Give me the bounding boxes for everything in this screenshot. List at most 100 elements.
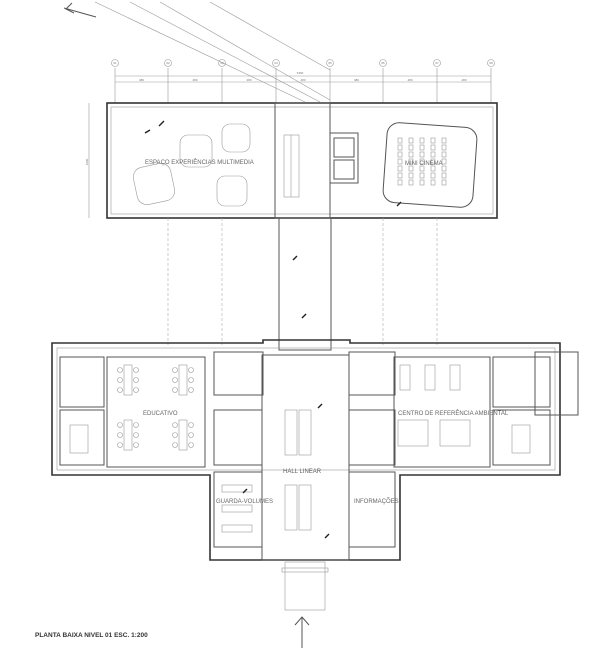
bridge-corridor xyxy=(278,217,332,351)
cinema-seat xyxy=(397,151,403,158)
plan-title: PLANTA BAIXA NIVEL 01 ESC. 1:200 xyxy=(35,632,148,639)
diagonal-projection-lines xyxy=(94,1,331,103)
room-label-centro: CENTRO DE REFERÊNCIA AMBIENTAL xyxy=(398,409,509,417)
grid-bubble xyxy=(487,59,495,67)
room-informacoes xyxy=(348,471,396,548)
grid-bubble xyxy=(379,59,387,67)
cinema-seat xyxy=(441,137,447,144)
workstation xyxy=(399,364,411,391)
conference-table xyxy=(69,424,89,454)
room-label-educativo: EDUCATIVO xyxy=(143,411,178,417)
chair xyxy=(188,432,194,438)
chair xyxy=(117,377,123,383)
upper-block: ESPAÇO EXPERIÊNCIAS MULTIMEDIA MINI CINE… xyxy=(106,102,498,219)
meeting-table xyxy=(397,419,429,447)
stair-right xyxy=(348,409,396,466)
room-educativo xyxy=(106,356,206,468)
cinema-seat xyxy=(430,165,436,172)
room-label-multimedia: ESPAÇO EXPERIÊNCIAS MULTIMEDIA xyxy=(145,158,254,166)
dimension-span: 480 xyxy=(246,78,251,82)
grid-bubble xyxy=(218,59,226,67)
chair xyxy=(133,367,139,373)
projection-dashes xyxy=(167,218,438,345)
chair xyxy=(172,442,178,448)
north-arrow-icon xyxy=(63,2,97,18)
cinema-seat xyxy=(430,179,436,186)
cinema-seat xyxy=(408,158,414,165)
chair xyxy=(188,377,194,383)
stair-left xyxy=(213,409,263,466)
room-right-bottom xyxy=(492,409,551,466)
cinema-seat xyxy=(441,179,447,186)
chair xyxy=(117,442,123,448)
chair xyxy=(188,442,194,448)
cinema-seat xyxy=(397,165,403,172)
grid-bubble xyxy=(433,59,441,67)
grid-label: 01 xyxy=(113,61,117,65)
dimension-span: 480 xyxy=(354,78,359,82)
dimension-span: 480 xyxy=(407,78,412,82)
cinema-seat xyxy=(397,172,403,179)
cinema-seat xyxy=(397,158,403,165)
elevators xyxy=(329,132,359,184)
cinema-seat xyxy=(419,179,425,186)
entrance-arrow-icon xyxy=(294,616,310,648)
chair xyxy=(172,432,178,438)
room-office-left xyxy=(59,356,105,408)
mini-cinema xyxy=(382,122,478,208)
cinema-seat xyxy=(408,179,414,186)
hall-benches xyxy=(284,409,312,531)
chair xyxy=(133,432,139,438)
desk xyxy=(178,364,188,396)
cinema-seat xyxy=(419,151,425,158)
stairs-entry xyxy=(281,561,329,611)
chair xyxy=(188,367,194,373)
lockers xyxy=(221,524,253,533)
room-guarda-volumes xyxy=(213,471,263,548)
balcony xyxy=(534,351,579,416)
cinema-seat xyxy=(419,158,425,165)
meeting-table xyxy=(439,419,471,447)
chair xyxy=(188,387,194,393)
workstation xyxy=(424,364,436,391)
chair xyxy=(172,422,178,428)
lower-building: EDUCATIVO CENTRO DE REFERÊNCIA AMBIENTAL… xyxy=(51,339,579,611)
grid-label: 07 xyxy=(435,61,439,65)
room-centro xyxy=(393,356,491,468)
cinema-seat xyxy=(430,144,436,151)
cinema-seat xyxy=(408,172,414,179)
chair xyxy=(172,367,178,373)
dimension-vertical: 1000 xyxy=(85,158,89,165)
room-right-top xyxy=(492,356,551,408)
lockers xyxy=(221,484,253,493)
cinema-seat xyxy=(397,144,403,151)
wc-right xyxy=(348,351,396,396)
chair xyxy=(133,377,139,383)
cinema-seat xyxy=(419,172,425,179)
cinema-seat xyxy=(419,137,425,144)
grid-bubble xyxy=(164,59,172,67)
desk xyxy=(123,364,133,396)
cinema-seat xyxy=(408,165,414,172)
chair xyxy=(117,387,123,393)
chair xyxy=(133,422,139,428)
cinema-seat xyxy=(430,137,436,144)
grid-bubble xyxy=(326,59,334,67)
dimension-span: 480 xyxy=(300,78,305,82)
conference-table xyxy=(511,424,531,454)
chair xyxy=(133,387,139,393)
cinema-seat xyxy=(408,137,414,144)
chair xyxy=(172,377,178,383)
dimension-span: 480 xyxy=(192,78,197,82)
dimension-span: 480 xyxy=(139,78,144,82)
desk xyxy=(178,419,188,451)
room-label-informacoes: INFORMAÇÕES xyxy=(354,498,399,505)
cinema-seat xyxy=(397,137,403,144)
cinema-seat xyxy=(441,172,447,179)
grid-bubble xyxy=(272,59,280,67)
room-label-guarda: GUARDA-VOLUMES xyxy=(216,499,273,505)
chair xyxy=(117,367,123,373)
cinema-seat xyxy=(397,179,403,186)
